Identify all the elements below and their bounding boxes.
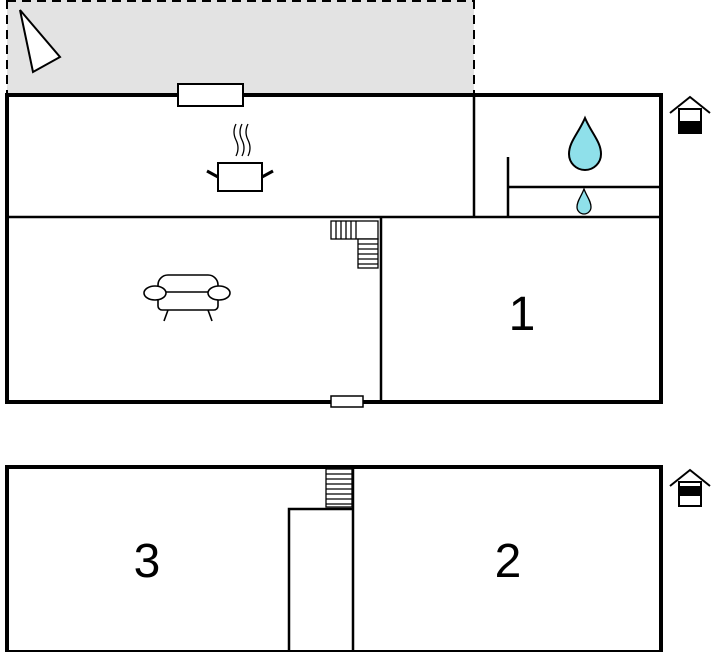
cooking-pot-icon	[206, 123, 274, 192]
staircase-icon	[330, 220, 379, 269]
ground-floor: 1	[5, 83, 711, 408]
room-label-bedroom-1: 1	[509, 288, 536, 341]
staircase-icon	[325, 468, 353, 508]
upper-floor: 3 2	[5, 465, 711, 652]
sofa-icon	[143, 274, 231, 322]
house-level-icon	[669, 95, 711, 134]
window-bottom	[330, 395, 364, 408]
window-top	[177, 83, 244, 107]
upper-floor-outline	[5, 465, 663, 652]
room-label-bedroom-3: 3	[134, 535, 161, 588]
ground-floor-outline	[5, 93, 663, 404]
room-label-bedroom-2: 2	[495, 535, 522, 588]
terrace	[6, 0, 475, 95]
water-drop-icon	[567, 115, 603, 171]
small-water-drop-icon	[576, 187, 592, 215]
landing-wall	[287, 507, 353, 652]
house-level-icon	[669, 468, 711, 507]
terrace-pennant-icon	[19, 9, 62, 74]
